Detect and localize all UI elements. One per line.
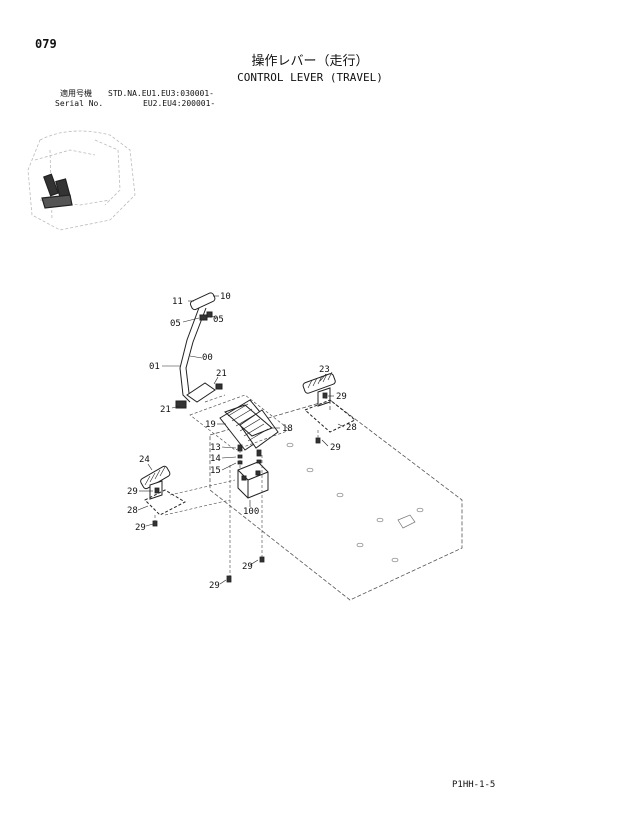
callout-29: 29: [209, 581, 220, 591]
cab-locator-thumbnail: [27, 130, 136, 231]
serial-label-japanese: 適用号機: [60, 89, 92, 98]
callout-100: 100: [243, 507, 259, 517]
callout-21: 21: [216, 369, 227, 379]
document-code: P1HH-1-5: [452, 780, 496, 790]
page-title-english: CONTROL LEVER (TRAVEL): [237, 71, 383, 84]
callout-leaders: [137, 295, 345, 585]
callout-10: 10: [220, 292, 231, 302]
callout-14: 14: [210, 454, 221, 464]
callout-11: 11: [172, 297, 183, 307]
callout-01: 01: [149, 362, 160, 372]
serial-range-2: EU2.EU4:200001-: [143, 99, 216, 108]
callout-24: 24: [139, 455, 150, 465]
assembly-lines: [154, 396, 327, 576]
callout-19: 19: [205, 420, 216, 430]
pedal-dashed-frame: [189, 394, 291, 451]
serial-label-english: Serial No.: [55, 99, 104, 108]
callout-29: 29: [336, 392, 347, 402]
callout-18: 18: [282, 424, 293, 434]
page-title-japanese: 操作レバー（走行）: [251, 54, 369, 69]
left-footrest: [140, 465, 187, 516]
floor-plate-holes: [286, 442, 424, 563]
callout-21: 21: [160, 405, 171, 415]
callout-13: 13: [210, 443, 221, 453]
callout-23: 23: [319, 365, 330, 375]
pedal-assembly: [219, 399, 279, 451]
serial-range-1: STD.NA.EU1.EU3:030001-: [108, 89, 214, 98]
right-footrest-treads: [307, 371, 333, 389]
page-number: 079: [35, 37, 57, 51]
callout-29: 29: [330, 443, 341, 453]
callout-29: 29: [135, 523, 146, 533]
valve-bolts: [237, 444, 262, 465]
callout-05: 05: [213, 315, 224, 325]
callout-28: 28: [346, 423, 357, 433]
left-footrest-treads: [144, 466, 166, 486]
cab-lever-highlight: [41, 173, 73, 209]
lever-bracket: [175, 382, 223, 409]
callout-00: 00: [202, 353, 213, 363]
screws-29: [152, 392, 328, 583]
callout-05: 05: [170, 319, 181, 329]
callout-15: 15: [210, 466, 221, 476]
callout-29: 29: [127, 487, 138, 497]
pedal-treads: [227, 403, 269, 442]
callout-29: 29: [242, 562, 253, 572]
callout-28: 28: [127, 506, 138, 516]
lever-grip: [189, 292, 216, 321]
pilot-valve: [237, 461, 269, 499]
